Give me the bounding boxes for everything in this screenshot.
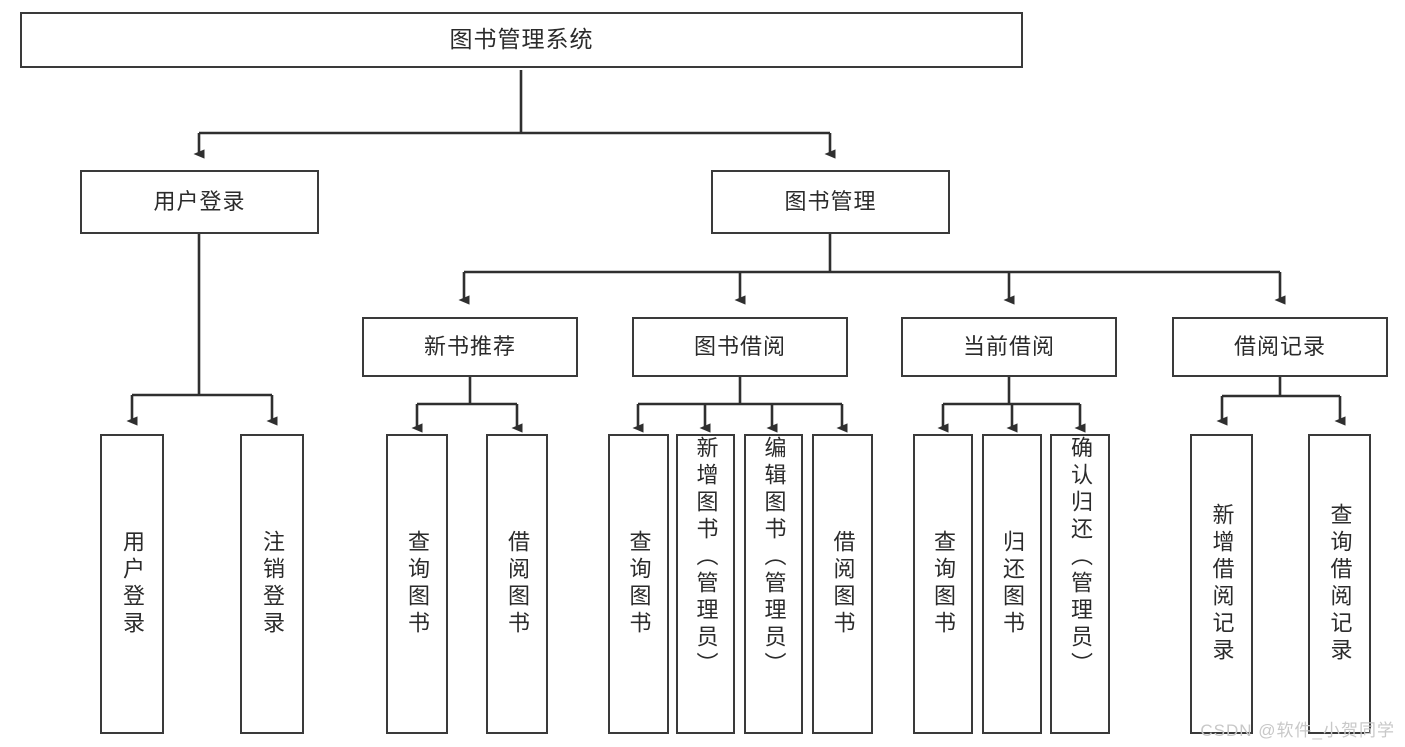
leaf-user-login-label: 用户登录 [120, 530, 145, 638]
node-borrow-record[interactable]: 借阅记录 [1172, 317, 1388, 377]
leaf-add-book-label: 新增图书（管理员） [693, 436, 719, 679]
leaf-add-record-label: 新增借阅记录 [1209, 503, 1235, 665]
node-book-manage[interactable]: 图书管理 [711, 170, 950, 234]
leaf-edit-book[interactable]: 编辑图书（管理员） [744, 434, 803, 734]
leaf-return-book-label: 归还图书 [1000, 530, 1025, 638]
node-new-book-recommend[interactable]: 新书推荐 [362, 317, 578, 377]
leaf-borrow-book-1-label: 借阅图书 [505, 530, 530, 638]
leaf-confirm-return-label: 确认归还（管理员） [1068, 436, 1093, 679]
node-root-label: 图书管理系统 [449, 26, 594, 53]
leaf-edit-book-label: 编辑图书（管理员） [761, 436, 787, 679]
leaf-return-book[interactable]: 归还图书 [982, 434, 1042, 734]
leaf-query-book-1-label: 查询图书 [405, 530, 430, 638]
leaf-add-record[interactable]: 新增借阅记录 [1190, 434, 1253, 734]
node-user-login-label: 用户登录 [153, 189, 246, 215]
leaf-query-record[interactable]: 查询借阅记录 [1308, 434, 1371, 734]
leaf-borrow-book-2[interactable]: 借阅图书 [812, 434, 873, 734]
leaf-confirm-return[interactable]: 确认归还（管理员） [1050, 434, 1110, 734]
node-root[interactable]: 图书管理系统 [20, 12, 1023, 68]
node-user-login[interactable]: 用户登录 [80, 170, 319, 234]
node-current-borrow[interactable]: 当前借阅 [901, 317, 1117, 377]
leaf-user-login[interactable]: 用户登录 [100, 434, 164, 734]
leaf-logout-login-label: 注销登录 [260, 530, 285, 638]
leaf-borrow-book-1[interactable]: 借阅图书 [486, 434, 548, 734]
leaf-query-book-1[interactable]: 查询图书 [386, 434, 448, 734]
node-current-borrow-label: 当前借阅 [962, 334, 1055, 360]
node-borrow-record-label: 借阅记录 [1233, 334, 1326, 360]
leaf-borrow-book-2-label: 借阅图书 [830, 530, 856, 638]
node-new-book-recommend-label: 新书推荐 [423, 334, 516, 360]
leaf-add-book[interactable]: 新增图书（管理员） [676, 434, 735, 734]
node-book-borrow[interactable]: 图书借阅 [632, 317, 848, 377]
leaf-query-book-3-label: 查询图书 [931, 530, 956, 638]
node-book-manage-label: 图书管理 [784, 189, 877, 215]
leaf-query-record-label: 查询借阅记录 [1327, 503, 1353, 665]
leaf-query-book-2[interactable]: 查询图书 [608, 434, 669, 734]
leaf-logout-login[interactable]: 注销登录 [240, 434, 304, 734]
node-book-borrow-label: 图书借阅 [693, 334, 786, 360]
leaf-query-book-3[interactable]: 查询图书 [913, 434, 973, 734]
leaf-query-book-2-label: 查询图书 [626, 530, 652, 638]
